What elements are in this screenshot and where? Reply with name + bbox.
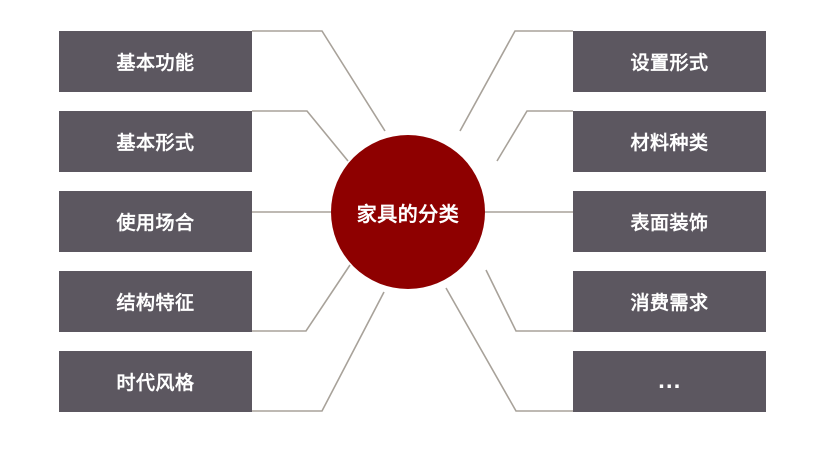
- left-item-4: 结构特征: [59, 271, 252, 332]
- left-item-2: 基本形式: [59, 111, 252, 172]
- right-item-3-label: 表面装饰: [630, 212, 709, 234]
- left-item-4-label: 结构特征: [116, 292, 195, 314]
- left-item-5-label: 时代风格: [116, 372, 195, 394]
- left-item-2-label: 基本形式: [116, 132, 195, 154]
- right-item-3: 表面装饰: [573, 191, 766, 252]
- right-item-4-label: 消费需求: [630, 292, 709, 314]
- connector-right-4: [485, 269, 573, 332]
- connector-right-5: [445, 287, 573, 412]
- left-item-3: 使用场合: [59, 191, 252, 252]
- connector-left-1: [252, 30, 386, 132]
- right-item-2: 材料种类: [573, 111, 766, 172]
- right-item-4: 消费需求: [573, 271, 766, 332]
- right-item-5-label: ...: [657, 370, 682, 393]
- connector-left-4: [252, 264, 351, 332]
- right-item-5: ...: [573, 351, 766, 412]
- right-item-1: 设置形式: [573, 31, 766, 92]
- left-item-1: 基本功能: [59, 31, 252, 92]
- right-item-1-label: 设置形式: [630, 52, 709, 74]
- center-hub-label: 家具的分类: [356, 201, 460, 226]
- right-item-2-label: 材料种类: [630, 132, 709, 154]
- left-item-1-label: 基本功能: [116, 52, 195, 74]
- connector-left-2: [252, 110, 349, 162]
- left-item-5: 时代风格: [59, 351, 252, 412]
- connector-right-2: [496, 110, 573, 162]
- left-item-3-label: 使用场合: [116, 212, 195, 234]
- connector-right-1: [459, 30, 573, 132]
- connector-left-5: [252, 291, 385, 412]
- center-hub: 家具的分类: [331, 135, 485, 289]
